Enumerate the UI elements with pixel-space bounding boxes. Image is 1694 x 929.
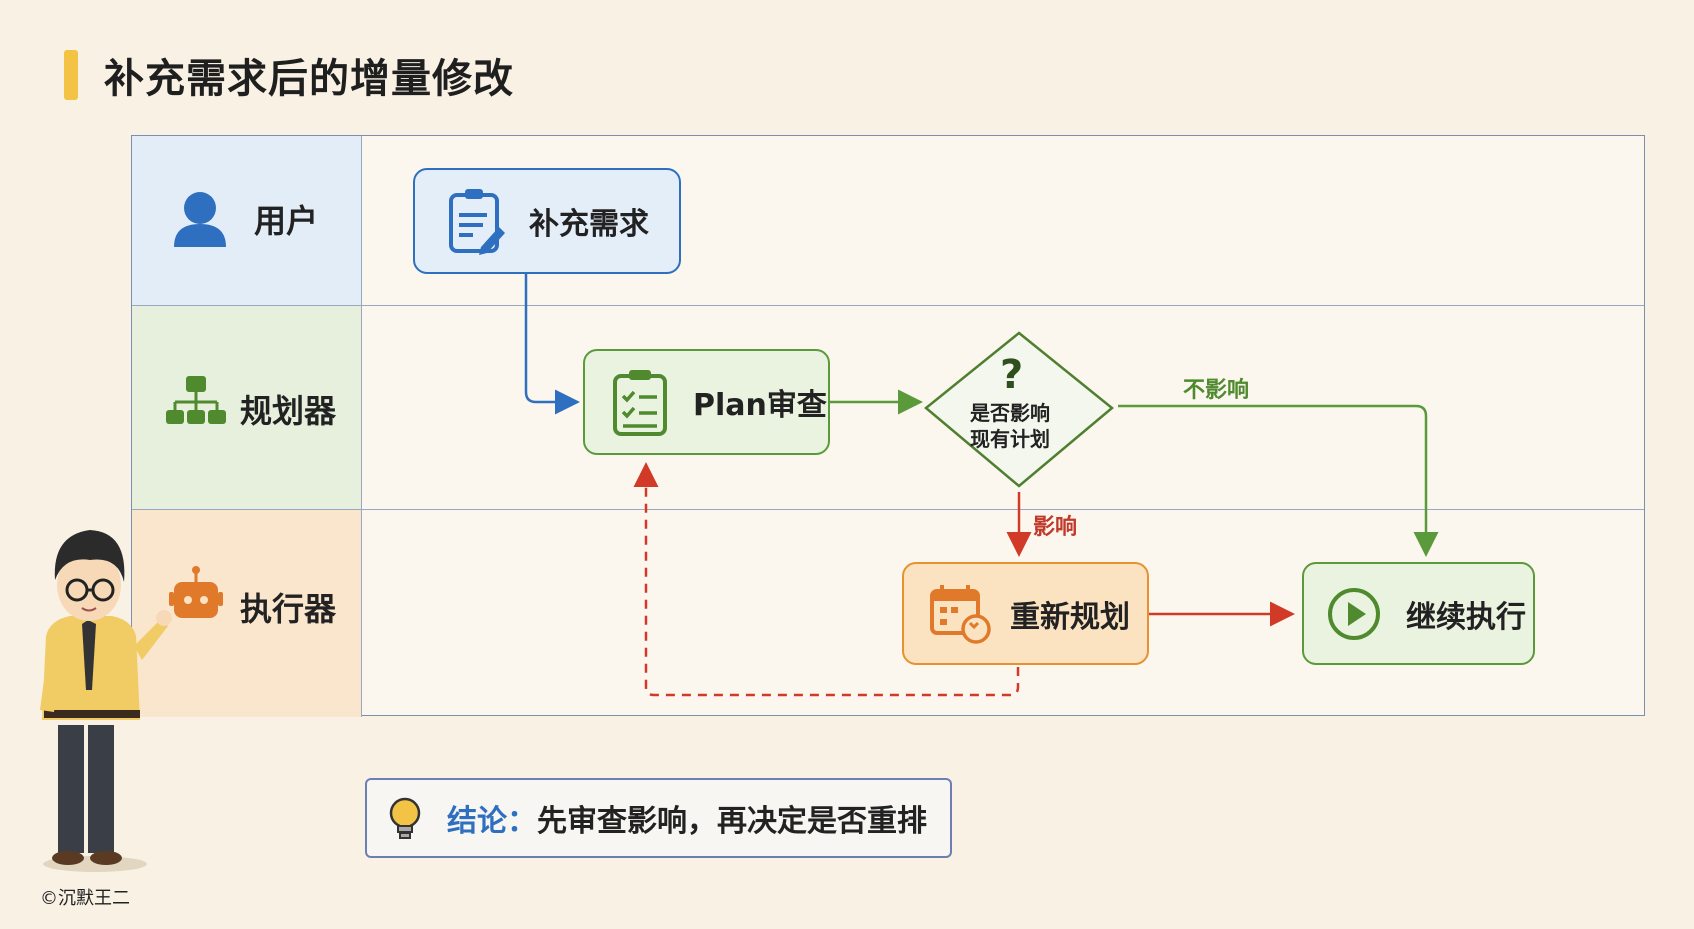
- hierarchy-icon: [166, 376, 226, 424]
- play-icon: [1328, 587, 1380, 640]
- conclusion-text: 先审查影响，再决定是否重排: [537, 804, 927, 839]
- lightbulb-icon: [389, 797, 421, 839]
- lane-user-label: 用户: [254, 202, 319, 240]
- edge-label-no-impact: 不影响: [1183, 378, 1250, 403]
- node-plan-review: Plan审查: [583, 349, 830, 455]
- node-replan: 重新规划: [902, 562, 1149, 665]
- lane-planner-label: 规划器: [240, 392, 337, 430]
- node-continue-label: 继续执行: [1406, 599, 1526, 635]
- lane-user: 用户: [132, 136, 1644, 306]
- node-replan-label: 重新规划: [1010, 599, 1130, 635]
- copyright-text: ©沉默王二: [40, 888, 130, 909]
- edge-label-impact: 影响: [1033, 515, 1078, 540]
- lane-user-header: 用户: [132, 136, 362, 305]
- decision-diamond: [924, 331, 1114, 488]
- edge-no-impact: [1118, 404, 1439, 557]
- node-plan-review-label: Plan审查: [693, 388, 827, 423]
- page-title: 补充需求后的增量修改: [104, 56, 514, 102]
- decision-label-line1: 是否影响: [970, 401, 1050, 425]
- swimlane-diagram: 用户 规划器 执行器: [131, 135, 1645, 717]
- edge-supplement-to-review: [524, 274, 580, 415]
- lane-planner-header: 规划器: [132, 306, 362, 509]
- decision-label-line2: 现有计划: [970, 427, 1050, 451]
- lane-executor-label: 执行器: [240, 590, 337, 628]
- conclusion-key: 结论：: [447, 804, 537, 839]
- node-continue: 继续执行: [1302, 562, 1535, 665]
- node-supplement-label: 补充需求: [529, 207, 649, 242]
- decision-question-mark: ?: [1000, 352, 1024, 398]
- lane-planner: 规划器: [132, 306, 1644, 510]
- decision-label: 是否影响 现有计划: [950, 400, 1070, 452]
- checklist-icon: [613, 370, 667, 436]
- title-accent-bar: [64, 50, 78, 100]
- node-supplement-request: 补充需求: [413, 168, 681, 274]
- edge-replan-back-to-review: [633, 462, 1020, 697]
- user-icon: [174, 192, 226, 247]
- calendar-refresh-icon: [930, 584, 991, 644]
- conclusion-box: 结论： 先审查影响，再决定是否重排: [365, 778, 952, 858]
- robot-icon: [169, 566, 223, 618]
- clipboard-edit-icon: [449, 189, 505, 255]
